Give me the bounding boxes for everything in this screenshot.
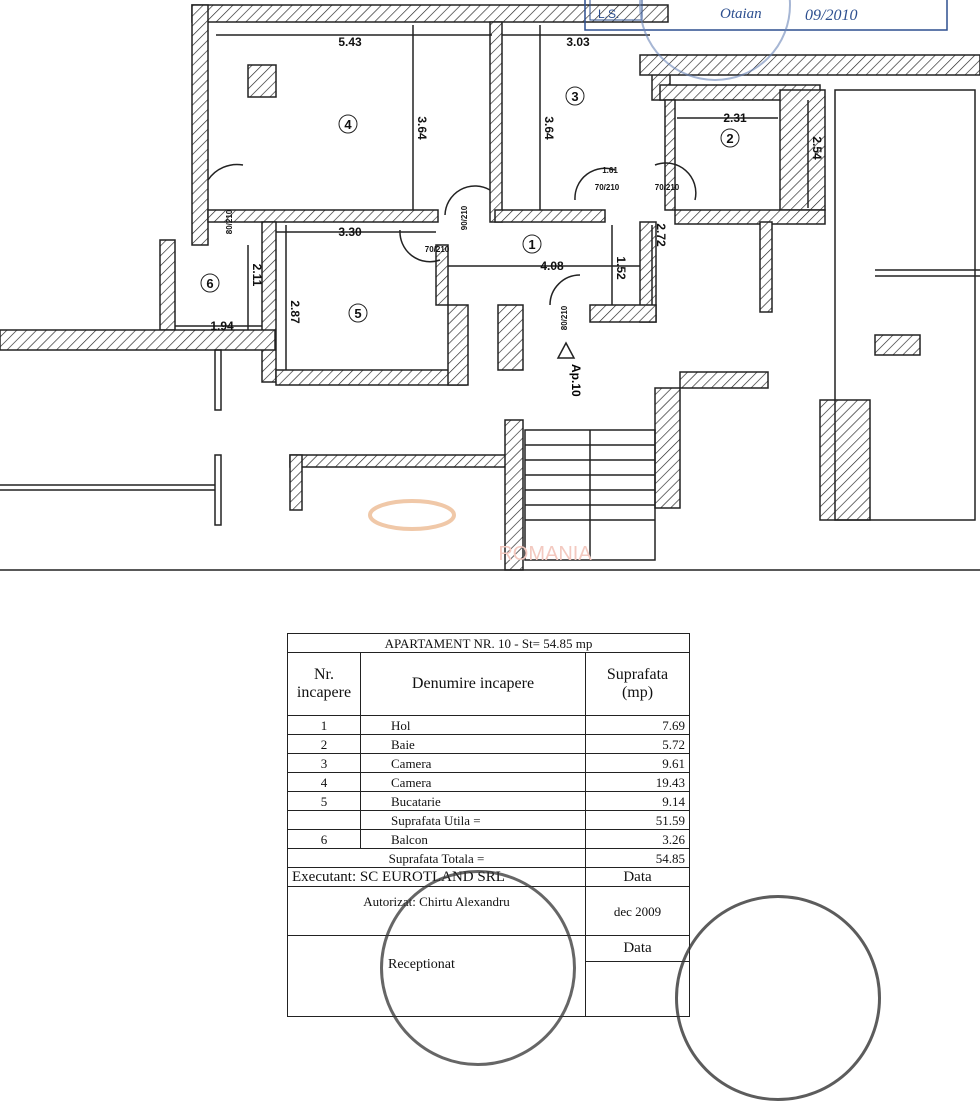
dim-room2-width: 2.31	[723, 111, 747, 125]
stamp-date: 09/2010	[805, 7, 857, 24]
signature: Otaian	[720, 6, 762, 22]
dim-room1-height: 1.52	[614, 256, 628, 280]
ls-label: L.S.	[598, 7, 619, 21]
table-row: Suprafata Utila =51.59	[287, 810, 690, 830]
plan-lines	[0, 25, 980, 571]
receptionat: Receptionat	[287, 935, 586, 1017]
dim-room4-width: 5.43	[338, 35, 362, 49]
header-name: Denumire incapere	[360, 652, 586, 716]
door-label: 70/210	[655, 183, 680, 192]
dim-room4-height: 3.64	[415, 116, 429, 140]
room-number: 1	[528, 237, 535, 252]
executant: Executant: SC EUROTLAND SRL	[287, 867, 586, 887]
table-title: APARTAMENT NR. 10 - St= 54.85 mp	[287, 633, 690, 653]
dim-room3-width: 3.03	[566, 35, 590, 49]
staircase	[524, 429, 656, 561]
dim-room5-height: 2.87	[288, 300, 302, 324]
room-number: 4	[344, 117, 352, 132]
autorizat-date: dec 2009	[585, 886, 690, 936]
door-label: 80/210	[225, 209, 234, 234]
header-nr: Nr. incapere	[287, 652, 361, 716]
door-label: 80/210	[560, 305, 569, 330]
top-stamp: L.S. Otaian 09/2010	[584, 0, 948, 81]
room-number: 2	[726, 131, 733, 146]
dim-room2-height: 2.54	[810, 136, 824, 160]
room-number: 6	[206, 276, 213, 291]
watermark: ROMANIA	[498, 543, 592, 565]
dim-door-gap: 1.61	[602, 166, 618, 175]
door-label: 70/210	[425, 245, 450, 254]
entrance-label: Ap.10	[569, 364, 583, 397]
dim-room6-width: 1.94	[210, 319, 234, 333]
floor-plan: 5.43 3.03 3.64 3.64 2.31 2.54 3.30 4.08 …	[0, 0, 980, 571]
header-area: Suprafata (mp)	[585, 652, 690, 716]
door-label: 70/210	[595, 183, 620, 192]
dim-room5-width: 3.30	[338, 225, 362, 239]
watermark-logo	[368, 499, 456, 531]
autorizat: Autorizat: Chirtu Alexandru	[287, 886, 586, 936]
door-label: 90/210	[460, 205, 469, 230]
total-row: Suprafata Totala =54.85	[287, 848, 690, 868]
area-table: APARTAMENT NR. 10 - St= 54.85 mp Nr. inc…	[287, 633, 690, 1018]
certification-stamp-right	[675, 895, 881, 1101]
dim-hall-height: 2.72	[654, 223, 668, 247]
dim-room3-height: 3.64	[542, 116, 556, 140]
dim-room1-width: 4.08	[540, 259, 564, 273]
room-number: 5	[354, 306, 361, 321]
room-number: 3	[571, 89, 578, 104]
walls	[0, 4, 980, 571]
dim-room6-height: 2.11	[250, 264, 264, 287]
